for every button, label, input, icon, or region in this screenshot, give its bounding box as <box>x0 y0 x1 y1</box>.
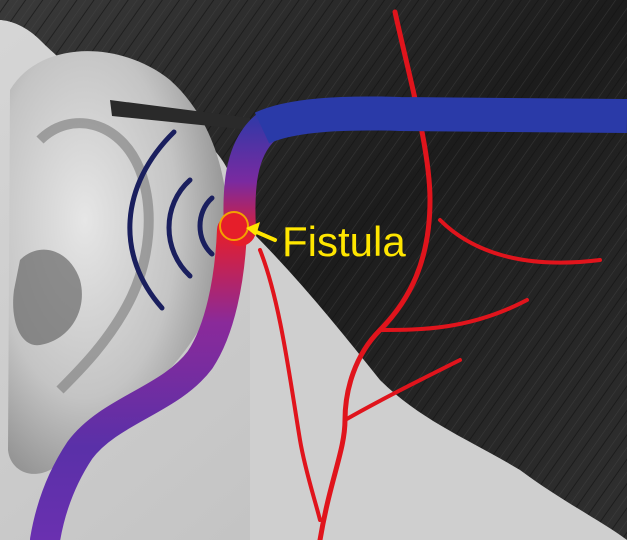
fistula-dot <box>221 213 247 239</box>
fistula-label: Fistula <box>282 218 406 265</box>
vein-horizontal <box>262 113 627 128</box>
